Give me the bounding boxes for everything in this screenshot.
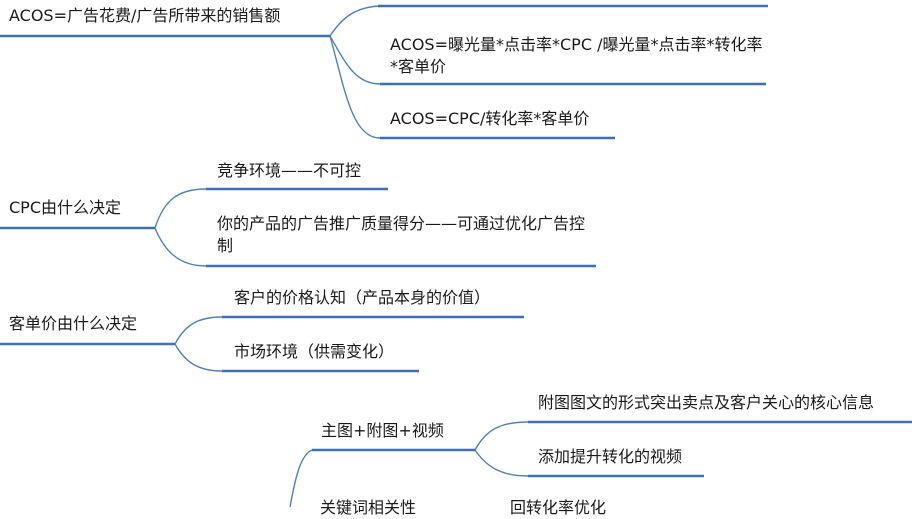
connector-acos-top [329,5,379,37]
node-cpc-root: CPC由什么决定 [9,198,121,217]
node-keyword-child: 回转化率优化 [510,498,607,517]
connector-cpc-child-2 [154,227,207,267]
node-main-image-child-2: 添加提升转化的视频 [538,447,683,466]
connector-acos-formula-2 [329,35,381,139]
node-keyword: 关键词相关性 [320,498,417,517]
node-acos-formula-2: ACOS=CPC/转化率*客单价 [390,109,590,128]
connector-price-child-1 [174,316,223,345]
connector-lines [154,5,529,507]
node-acos-formula-1: ACOS=曝光量*点击率*CPC /曝光量*点击率*转化率*客单价 [390,35,763,76]
node-price-root: 客单价由什么决定 [9,314,138,333]
connector-price-child-2 [174,343,223,372]
node-main-image: 主图+附图+视频 [321,421,444,440]
connector-main-image-child-2 [474,449,529,477]
node-price-child-1: 客户的价格认知（产品本身的价值） [234,288,491,307]
connector-main-image-parent [289,449,313,507]
node-price-child-2: 市场环境（供需变化） [234,342,395,361]
node-cpc-child-2: 你的产品的广告推广质量得分——可通过优化广告控制 [217,214,586,255]
node-underlines [0,4,912,478]
mindmap-connectors [0,4,912,507]
connector-main-image-child-1 [474,421,529,451]
connector-acos-formula-1 [329,35,381,85]
node-main-image-child-1: 附图图文的形式突出卖点及客户关心的核心信息 [538,393,875,412]
connector-cpc-child-1 [154,188,207,229]
node-cpc-child-1: 竞争环境——不可控 [217,161,362,180]
node-acos-root: ACOS=广告花费/广告所带来的销售额 [9,6,281,25]
